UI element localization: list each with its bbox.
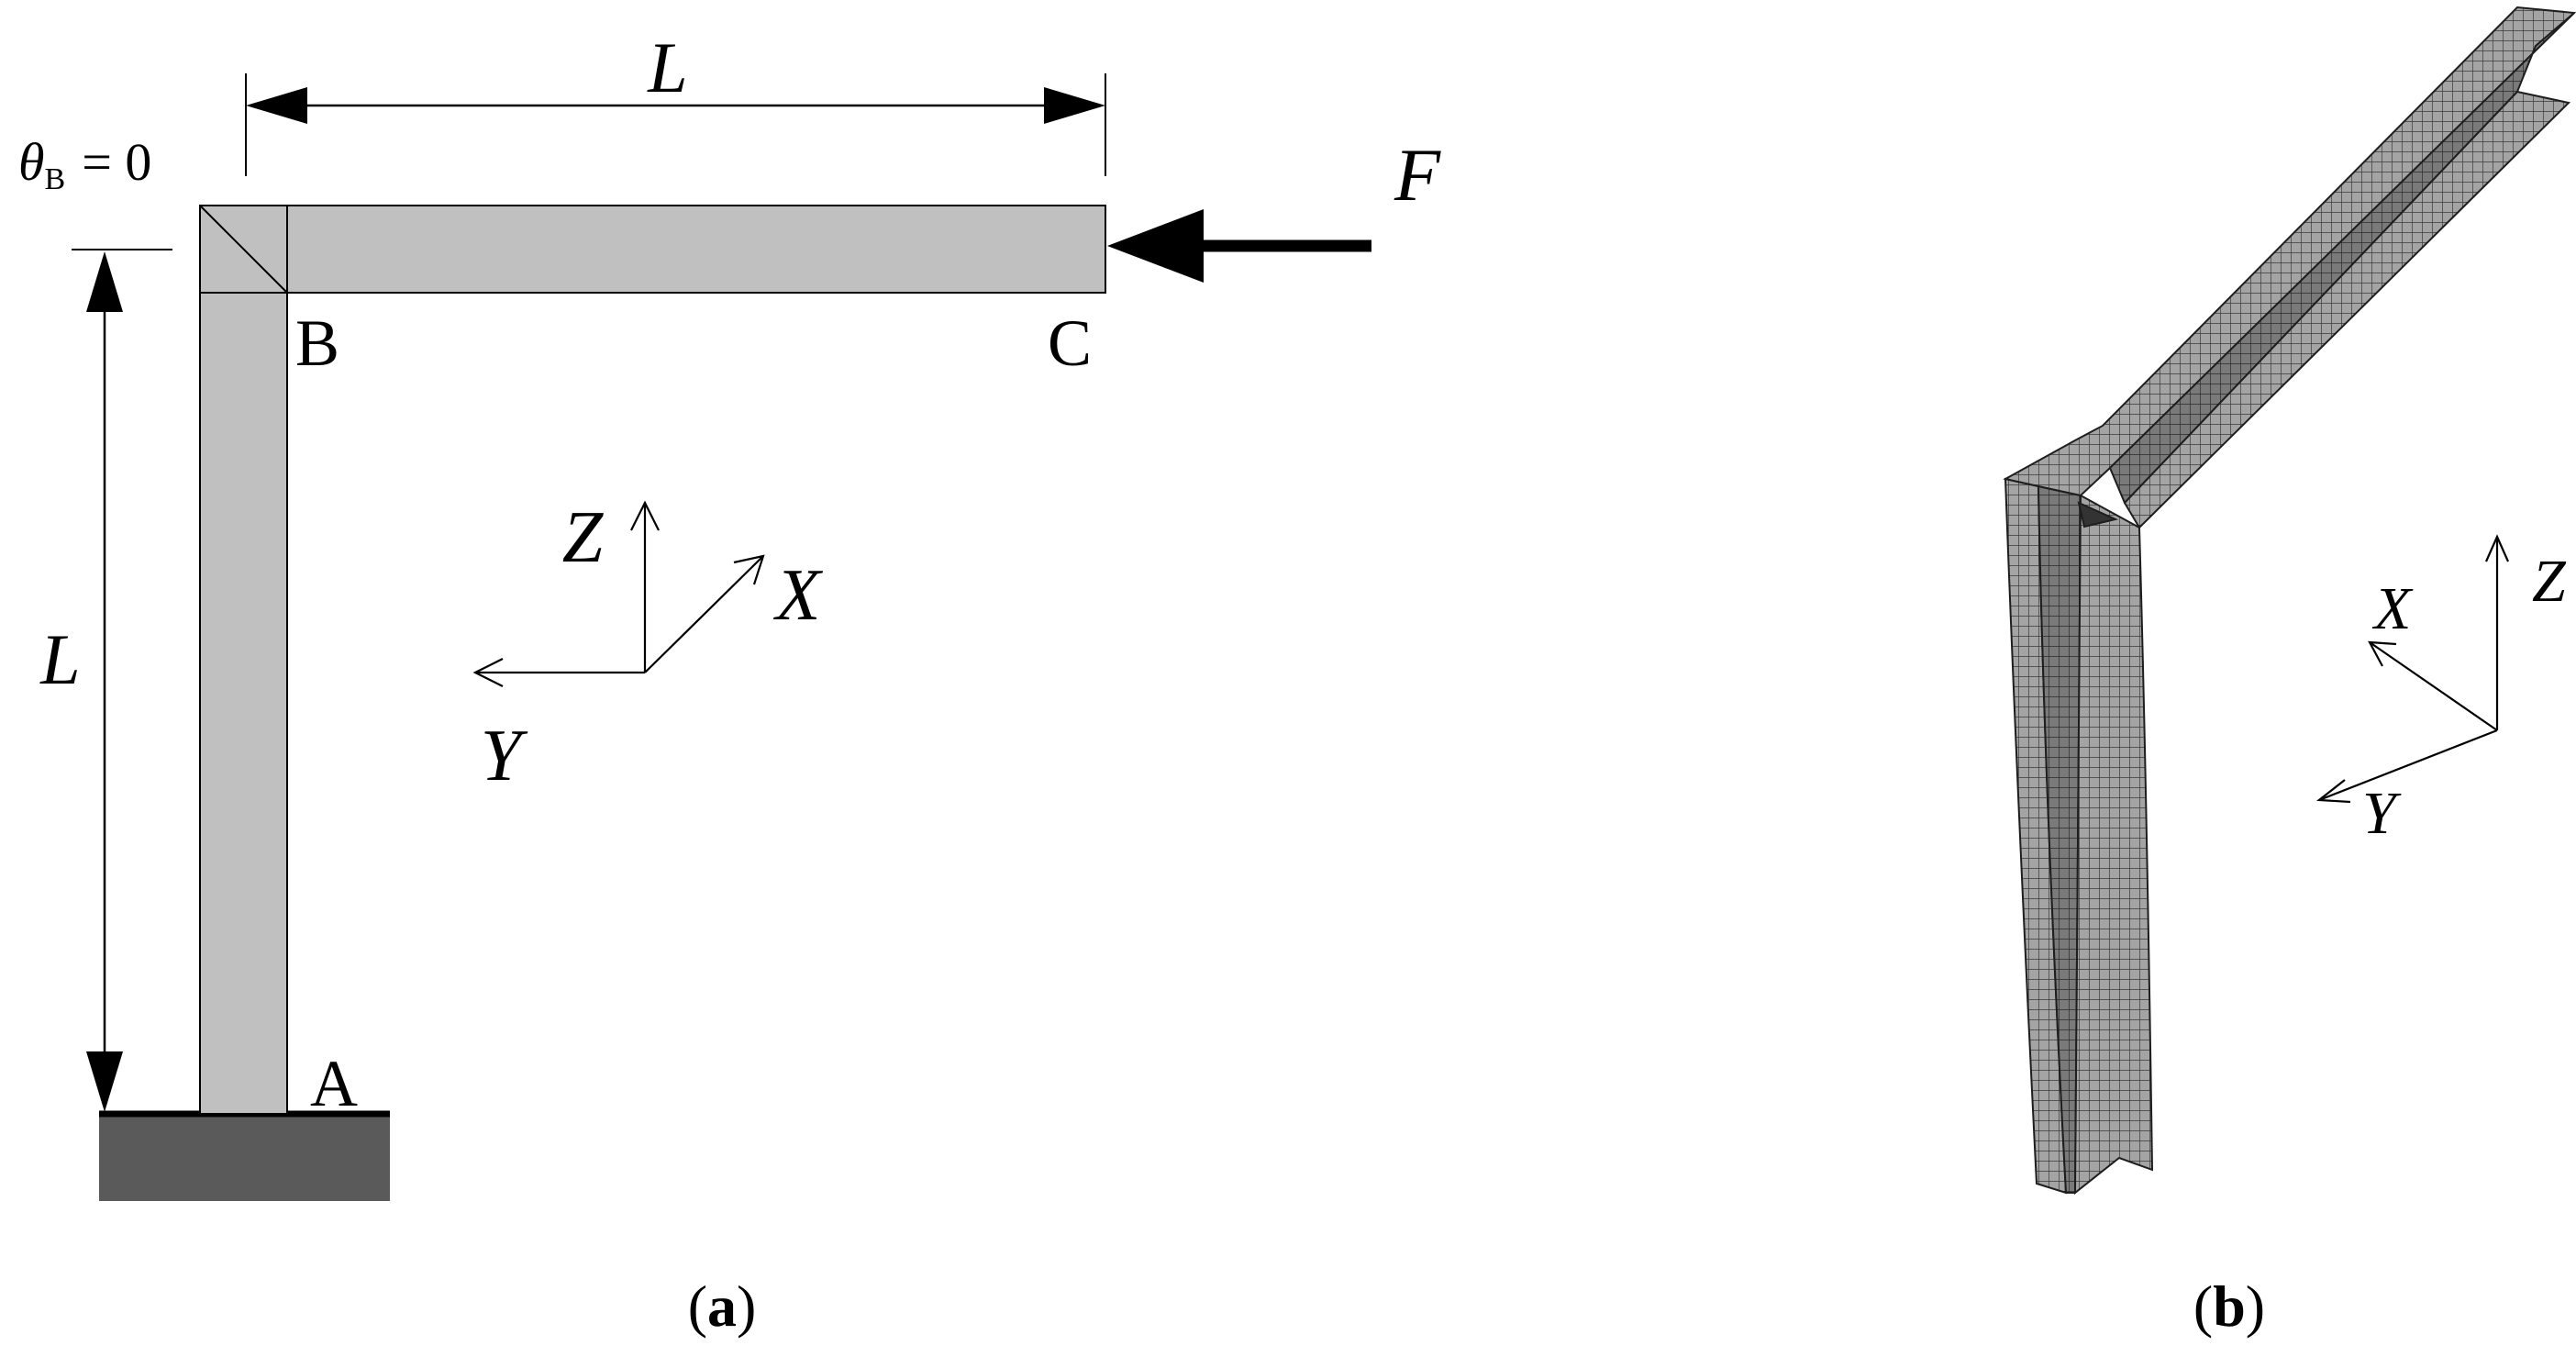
theta-b-label: θB = 0 bbox=[18, 132, 151, 196]
dimension-top bbox=[245, 73, 1106, 176]
axis-y-label-b: Y bbox=[2362, 780, 2402, 847]
fe-mesh-model bbox=[2003, 6, 2576, 1196]
panel-a: L L θB= 0 B C A F bbox=[18, 28, 1441, 1339]
force-label: F bbox=[1393, 133, 1441, 217]
theta-symbol: θ bbox=[18, 132, 45, 192]
rigid-joint-diagonal bbox=[199, 205, 288, 294]
axis-y-label-a: Y bbox=[481, 716, 528, 796]
axis-b-y-line bbox=[2318, 729, 2498, 802]
axis-z-label-b: Z bbox=[2532, 548, 2567, 615]
axis-y-arrowhead bbox=[472, 658, 504, 687]
axis-b-z-arrowhead bbox=[2484, 534, 2510, 562]
point-a-label: A bbox=[310, 1047, 358, 1120]
axis-z-arrowhead bbox=[630, 500, 660, 531]
axis-b-x-arrowhead bbox=[2368, 640, 2397, 667]
dimension-left-label: L bbox=[39, 619, 80, 699]
dimension-arrowhead-right bbox=[1044, 87, 1105, 124]
panel-b: Z X Y (b) bbox=[2003, 6, 2576, 1339]
theta-equals-zero: = 0 bbox=[82, 132, 151, 192]
dimension-arrowhead-bottom bbox=[86, 1051, 123, 1112]
axis-x-label-b: X bbox=[2371, 575, 2414, 642]
caption-b-letter: b bbox=[2213, 1274, 2246, 1339]
beam-web bbox=[2108, 12, 2575, 505]
column-web bbox=[2037, 484, 2082, 1194]
force-arrow bbox=[1107, 209, 1371, 283]
point-b-label: B bbox=[295, 306, 339, 380]
caption-a-close: ) bbox=[737, 1274, 756, 1339]
dimension-arrowhead-left bbox=[246, 87, 307, 124]
column-flange-right bbox=[2073, 494, 2154, 1196]
caption-b-close: ) bbox=[2246, 1274, 2265, 1339]
dimension-left bbox=[72, 249, 172, 1112]
beam-bc bbox=[199, 205, 1106, 294]
beam-flange-lower bbox=[2123, 90, 2571, 529]
caption-b-open: ( bbox=[2193, 1274, 2213, 1339]
axis-z-label-a: Z bbox=[562, 497, 605, 578]
fixed-support-base bbox=[99, 1114, 390, 1201]
dimension-arrowhead-top bbox=[86, 251, 123, 312]
point-c-label: C bbox=[1048, 306, 1092, 380]
beam-flange-upper bbox=[2003, 6, 2576, 497]
column-ab bbox=[199, 205, 288, 1115]
axes-a bbox=[472, 500, 765, 687]
force-arrowhead bbox=[1107, 209, 1204, 283]
theta-subscript: B bbox=[45, 162, 66, 196]
dimension-top-label: L bbox=[647, 28, 687, 107]
axis-b-x-line bbox=[2369, 641, 2498, 731]
caption-a-letter: a bbox=[707, 1274, 737, 1339]
axis-x-arrowhead bbox=[733, 554, 765, 585]
axis-x-line bbox=[644, 555, 764, 673]
caption-b: (b) bbox=[2193, 1274, 2265, 1339]
joint-wedge bbox=[2077, 501, 2119, 528]
axis-b-y-arrowhead bbox=[2316, 779, 2351, 804]
axes-b bbox=[2316, 534, 2510, 804]
axis-x-label-a: X bbox=[773, 555, 824, 636]
caption-a-open: ( bbox=[688, 1274, 707, 1339]
caption-a: (a) bbox=[688, 1274, 757, 1339]
